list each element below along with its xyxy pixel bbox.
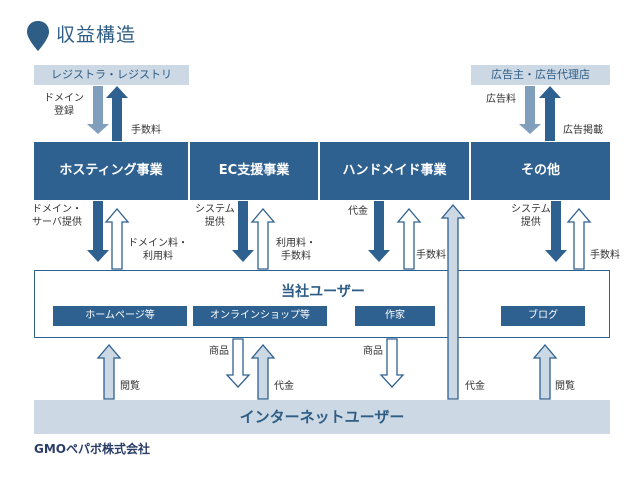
label-payment-2: 代金 [274,381,294,392]
arrow-down-system-other [545,201,567,262]
business-other: その他 [471,142,610,200]
label-domain-server: ドメイン・ サーバ提供 [32,204,82,228]
business-handmade: ハンドメイド事業 [320,142,469,200]
arrow-down-domain-server [87,201,109,262]
business-hosting: ホスティング事業 [34,142,188,200]
label-browse-1: 閲覧 [120,381,140,392]
arrow-up-browse-2 [532,343,558,400]
arrow-up-payment-long [440,203,466,400]
arrow-up-fee-to-registrar [106,86,128,141]
company-users-title: 当社ユーザー [281,284,365,300]
label-product-1: 商品 [209,346,229,357]
label-ad-fee: 広告料 [486,94,516,105]
label-domain-registration: ドメイン 登録 [44,93,84,117]
internet-users-box: インターネットユーザー [34,400,610,434]
label-domain-fee-usage: ドメイン料・ 利用料 [128,238,188,262]
service-blog: ブログ [501,306,585,326]
label-system-provide-1: システム 提供 [195,204,235,228]
service-artist: 作家 [355,306,435,326]
arrow-down-domain-registration [87,86,109,134]
advertiser-box: 広告主・広告代理店 [471,65,610,85]
service-online-shop: オンラインショップ等 [193,306,327,326]
arrow-down-payment-hand [368,201,390,262]
arrow-up-fee-other [566,207,592,270]
arrow-up-ad-posting [539,86,561,141]
arrow-down-system-ec [232,201,254,262]
label-system-provide-2: システム 提供 [511,204,551,228]
registrar-box: レジストラ・レジストリ [34,65,189,85]
label-payment-3: 代金 [465,381,485,392]
company-logo: GMOペパボ株式会社 [34,442,150,456]
arrow-up-fee-hand [396,207,422,270]
label-fee-top-left: 手数料 [131,125,161,136]
business-ec-support: EC支援事業 [190,142,318,200]
label-fee-hand: 手数料 [416,250,446,261]
arrow-up-domain-fee [104,207,130,270]
label-browse-2: 閲覧 [555,381,575,392]
label-usage-fee: 利用料・ 手数料 [276,238,316,262]
arrow-down-ad-fee [519,86,541,134]
page-title: 収益構造 [56,24,137,46]
title-pin-icon [27,21,49,51]
company-users-box: 当社ユーザー ホームページ等 オンラインショップ等 作家 ブログ [34,270,610,338]
arrow-up-browse-1 [96,343,122,400]
arrow-up-payment-2 [250,343,276,400]
label-ad-posting: 広告掲載 [563,125,603,136]
label-product-2: 商品 [363,346,383,357]
arrow-up-usage-fee [250,207,276,270]
service-homepage: ホームページ等 [53,306,187,326]
label-payment-1: 代金 [348,206,368,217]
label-fee-other: 手数料 [590,250,620,261]
arrow-down-product-2 [379,338,405,388]
arrow-down-product-1 [225,338,251,388]
